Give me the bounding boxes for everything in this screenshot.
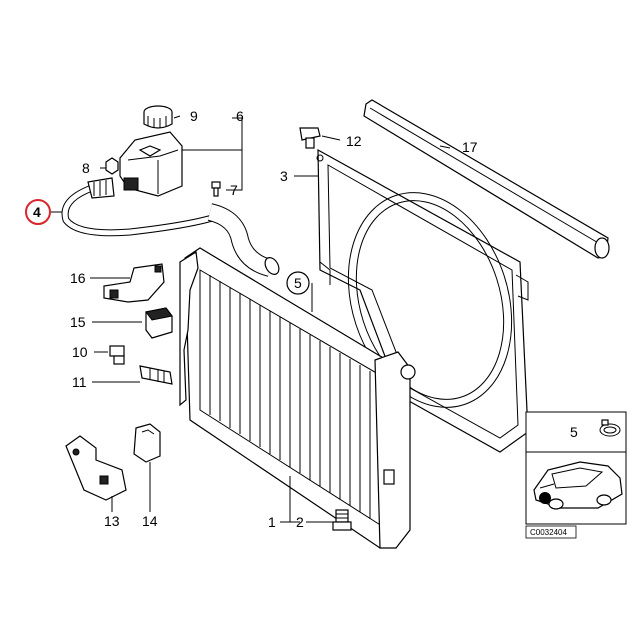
callout-17: 17 bbox=[462, 139, 478, 155]
screw-12 bbox=[299, 127, 321, 149]
callout-5: 5 bbox=[294, 275, 302, 291]
drain-plug bbox=[332, 509, 352, 531]
car-icon bbox=[533, 461, 623, 510]
callout-8: 8 bbox=[82, 160, 90, 176]
mount-14 bbox=[133, 423, 161, 463]
callout-1: 1 bbox=[268, 514, 276, 530]
callout-10: 10 bbox=[72, 344, 88, 360]
callout-12: 12 bbox=[346, 133, 362, 149]
image-code: C0032404 bbox=[530, 528, 567, 537]
callout-4: 4 bbox=[33, 204, 41, 220]
callout-16: 16 bbox=[70, 270, 86, 286]
callout-3: 3 bbox=[280, 168, 288, 184]
callout-11: 11 bbox=[72, 374, 87, 390]
callout-14: 14 bbox=[142, 513, 158, 529]
radiator-hose bbox=[207, 203, 280, 277]
callout-labels: 9 6 8 7 12 17 3 16 15 10 11 13 14 1 2 bbox=[70, 108, 478, 530]
inset-box: 5 C0032404 bbox=[525, 411, 627, 539]
bracket-13 bbox=[65, 435, 127, 501]
tank-cap bbox=[143, 105, 173, 129]
callout-2: 2 bbox=[296, 514, 304, 530]
coolant-hose bbox=[61, 177, 226, 237]
leader-lines bbox=[50, 115, 451, 523]
seal-strip bbox=[363, 99, 610, 259]
callout-6: 6 bbox=[236, 108, 244, 124]
sensor-10 bbox=[109, 345, 125, 365]
bracket-16 bbox=[103, 263, 165, 303]
callout-4-highlighted[interactable]: 4 bbox=[25, 199, 51, 225]
nut-8 bbox=[105, 157, 119, 175]
callout-9: 9 bbox=[190, 108, 198, 124]
callout-15: 15 bbox=[70, 314, 86, 330]
switch-11 bbox=[139, 365, 173, 385]
hose-clamp-icon bbox=[599, 419, 621, 437]
radiator bbox=[179, 247, 416, 549]
fan-shroud bbox=[316, 148, 529, 453]
inset-callout-5: 5 bbox=[570, 424, 578, 440]
expansion-tank bbox=[119, 131, 183, 197]
callout-13: 13 bbox=[104, 513, 120, 529]
callout-5-circled: 5 bbox=[286, 271, 310, 295]
callout-7: 7 bbox=[230, 182, 238, 198]
mount-15 bbox=[145, 307, 173, 339]
bolt-7 bbox=[211, 181, 221, 197]
